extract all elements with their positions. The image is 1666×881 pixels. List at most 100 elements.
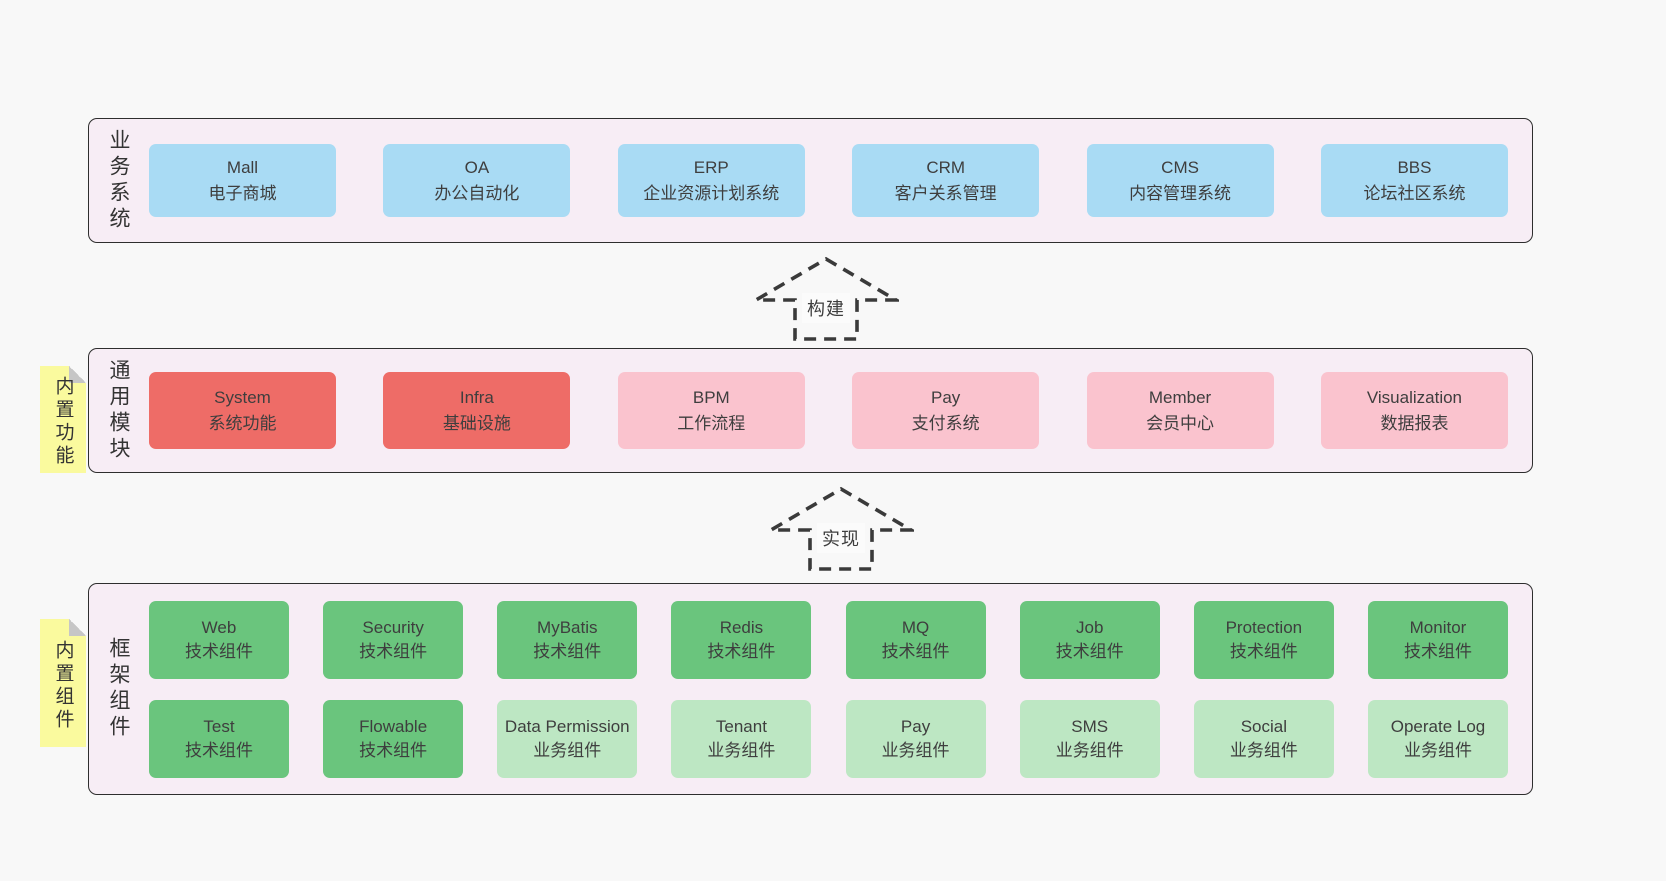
box-name: ERP <box>693 158 729 177</box>
box-desc: 业务组件 <box>1403 740 1472 760</box>
band-label-business-systems: 业务系统 <box>107 128 130 233</box>
box-name: MyBatis <box>537 618 598 638</box>
implement-arrow: 实现 <box>768 486 914 572</box>
component-box-protection: Protection 技术组件 <box>1193 600 1334 679</box>
box-desc: 工作流程 <box>677 413 746 433</box>
module-box-member: Member 会员中心 <box>1086 372 1274 449</box>
band-business-systems: 业务系统 Mall 电子商城 OA 办公自动化 ERP 企业资源计划系统 CRM… <box>88 118 1533 243</box>
box-name: Tenant <box>715 717 767 737</box>
sticky-note-built-in-components: 内置组件 <box>40 619 86 747</box>
component-box-redis: Redis 技术组件 <box>671 600 812 679</box>
box-desc: 技术组件 <box>533 641 602 661</box>
folded-corner-icon <box>69 366 86 383</box>
sticky-note-label: 内置功能 <box>52 375 74 468</box>
up-arrow-icon <box>768 486 914 571</box>
build-arrow-label: 构建 <box>802 292 850 323</box>
component-box-web: Web 技术组件 <box>149 600 289 679</box>
box-desc: 技术组件 <box>359 641 428 661</box>
box-name: OA <box>464 158 490 177</box>
sticky-note-built-in-features: 内置功能 <box>40 366 86 473</box>
box-name: Job <box>1075 618 1104 638</box>
box-desc: 技术组件 <box>707 641 776 661</box>
component-box-operate-log: Operate Log 业务组件 <box>1367 699 1508 778</box>
band-common-modules: 通用模块 System 系统功能 Infra 基础设施 BPM 工作流程 Pay… <box>88 348 1533 473</box>
component-box-flowable: Flowable 技术组件 <box>323 699 464 778</box>
box-name: Flowable <box>359 717 428 737</box>
box-desc: 技术组件 <box>1403 641 1472 661</box>
folded-corner-icon <box>69 619 86 636</box>
box-name: Monitor <box>1409 618 1467 638</box>
component-box-mybatis: MyBatis 技术组件 <box>497 600 638 679</box>
module-box-system: System 系统功能 <box>149 372 336 449</box>
box-desc: 技术组件 <box>185 740 253 760</box>
box-name: Web <box>201 618 237 638</box>
box-name: Test <box>203 717 235 737</box>
box-desc: 客户关系管理 <box>894 183 997 203</box>
box-desc: 业务组件 <box>1229 740 1298 760</box>
box-desc: 数据报表 <box>1380 413 1449 433</box>
box-name: Security <box>362 618 424 638</box>
box-name: Social <box>1240 717 1287 737</box>
box-name: Visualization <box>1366 388 1463 407</box>
business-box-oa: OA 办公自动化 <box>383 144 571 217</box>
component-box-mq: MQ 技术组件 <box>845 600 986 679</box>
box-name: Infra <box>459 388 494 407</box>
box-desc: 系统功能 <box>208 413 277 433</box>
box-desc: 技术组件 <box>1229 641 1298 661</box>
box-name: Pay <box>900 717 931 737</box>
module-box-visualization: Visualization 数据报表 <box>1320 372 1508 449</box>
box-desc: 技术组件 <box>185 641 253 661</box>
implement-arrow-label: 实现 <box>817 522 865 553</box>
box-name: BBS <box>1397 158 1432 177</box>
business-boxes-row: Mall 电子商城 OA 办公自动化 ERP 企业资源计划系统 CRM 客户关系… <box>133 144 1532 217</box>
module-box-infra: Infra 基础设施 <box>383 372 571 449</box>
business-box-bbs: BBS 论坛社区系统 <box>1320 144 1508 217</box>
box-desc: 基础设施 <box>442 413 511 433</box>
box-desc: 企业资源计划系统 <box>643 183 780 203</box>
box-name: Data Permission <box>504 717 630 737</box>
box-name: MQ <box>901 618 930 638</box>
component-box-sms: SMS 业务组件 <box>1019 699 1160 778</box>
box-name: CRM <box>926 158 966 177</box>
module-boxes-row: System 系统功能 Infra 基础设施 BPM 工作流程 Pay 支付系统… <box>133 372 1532 449</box>
module-box-pay: Pay 支付系统 <box>852 372 1040 449</box>
box-desc: 办公自动化 <box>434 183 520 203</box>
box-name: Redis <box>719 618 764 638</box>
band-label-framework-components: 框架组件 <box>107 637 130 741</box>
box-name: Pay <box>931 388 961 407</box>
box-name: Operate Log <box>1390 717 1486 737</box>
framework-row-1: Web 技术组件 Security 技术组件 MyBatis 技术组件 Redi… <box>149 600 1508 679</box>
component-box-security: Security 技术组件 <box>323 600 464 679</box>
component-box-pay: Pay 业务组件 <box>845 699 986 778</box>
component-box-monitor: Monitor 技术组件 <box>1367 600 1508 679</box>
up-arrow-icon <box>753 256 899 341</box>
box-desc: 会员中心 <box>1146 413 1215 433</box>
box-desc: 论坛社区系统 <box>1363 183 1466 203</box>
component-box-job: Job 技术组件 <box>1019 600 1160 679</box>
business-box-cms: CMS 内容管理系统 <box>1086 144 1274 217</box>
framework-row-2: Test 技术组件 Flowable 技术组件 Data Permission … <box>149 699 1508 778</box>
business-box-crm: CRM 客户关系管理 <box>852 144 1040 217</box>
component-box-tenant: Tenant 业务组件 <box>671 699 812 778</box>
box-desc: 电子商城 <box>208 183 277 203</box>
band-framework-components: 框架组件 Web 技术组件 Security 技术组件 MyBatis 技术组件… <box>88 583 1533 795</box>
box-desc: 技术组件 <box>1055 641 1124 661</box>
box-name: Member <box>1148 388 1212 407</box>
module-box-bpm: BPM 工作流程 <box>617 372 805 449</box>
build-arrow: 构建 <box>753 256 899 342</box>
component-box-test: Test 技术组件 <box>149 699 289 778</box>
component-box-data-permission: Data Permission 业务组件 <box>497 699 638 778</box>
band-label-common-modules: 通用模块 <box>107 358 130 463</box>
box-desc: 内容管理系统 <box>1129 183 1232 203</box>
box-desc: 技术组件 <box>359 740 428 760</box>
box-desc: 支付系统 <box>911 413 980 433</box>
box-name: Mall <box>226 158 259 177</box>
box-name: System <box>214 388 271 407</box>
component-box-social: Social 业务组件 <box>1193 699 1334 778</box>
box-desc: 业务组件 <box>881 740 950 760</box>
business-box-mall: Mall 电子商城 <box>149 144 336 217</box>
box-name: CMS <box>1161 158 1199 177</box>
box-desc: 业务组件 <box>533 740 602 760</box>
framework-boxes-grid: Web 技术组件 Security 技术组件 MyBatis 技术组件 Redi… <box>133 600 1532 778</box>
